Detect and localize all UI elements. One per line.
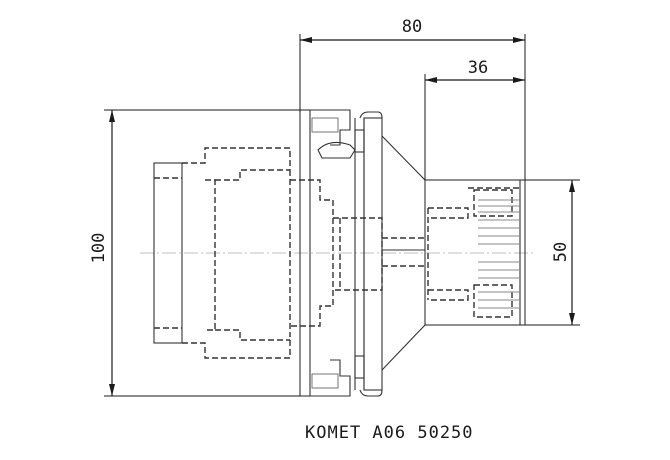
dim-label-flange-diameter: 100 [89, 233, 109, 264]
dim-label-overall-length: 80 [402, 17, 422, 37]
dimension-flange-diameter: 100 [89, 109, 300, 397]
dim-label-front-length: 36 [468, 58, 488, 78]
front-shank [424, 179, 526, 326]
part-caption: KOMET A06 50250 [305, 423, 474, 443]
dim-label-shank-diameter: 50 [551, 242, 571, 262]
dimension-front-length: 36 [424, 58, 525, 180]
dimension-overall-length: 80 [299, 17, 526, 180]
taper-cone [381, 135, 426, 371]
flange [299, 109, 383, 397]
dimension-shank-diameter: 50 [525, 179, 580, 326]
